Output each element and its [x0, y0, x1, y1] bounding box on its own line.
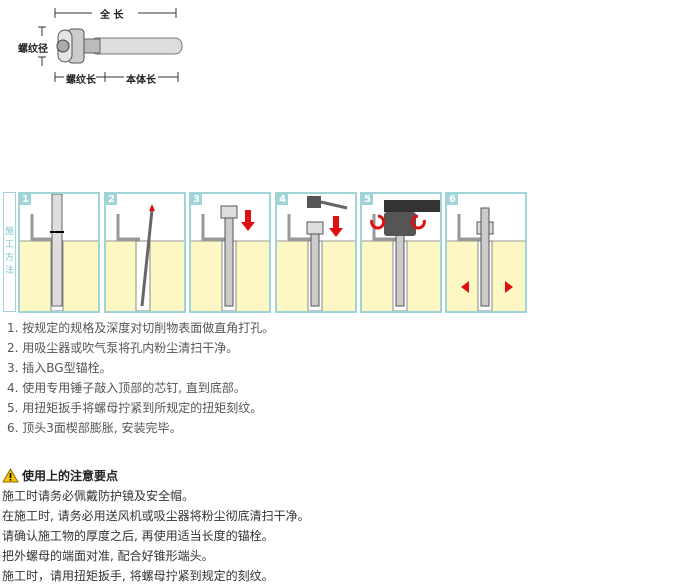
step-panel-4: 4	[275, 192, 357, 313]
warning-icon	[2, 468, 19, 483]
step-panel-3: 3	[189, 192, 271, 313]
notes-list: 施工时请务必佩戴防护镜及安全帽。 在施工时, 请务必用送风机或吸尘器将粉尘彻底清…	[2, 486, 310, 586]
arrow-left-icon	[461, 281, 469, 293]
blower-tube-icon	[140, 209, 154, 307]
hammer-icon	[307, 196, 321, 208]
step-text: 6. 顶头3面楔部膨胀, 安装完毕。	[7, 421, 182, 435]
thread-length-label: 螺纹长	[66, 75, 96, 86]
step-number: 3	[191, 194, 202, 205]
note-item: 施工时请务必佩戴防护镜及安全帽。	[2, 489, 195, 503]
drill-icon	[51, 194, 63, 307]
note-item: 施工时，请用扭矩扳手, 将螺母拧紧到规定的刻纹。	[2, 569, 274, 583]
step-text: 2. 用吸尘器或吹气泵将孔内粉尘清扫干净。	[7, 341, 239, 355]
arrow-down-icon	[329, 216, 343, 237]
arrow-right-icon	[505, 281, 513, 293]
method-char: 施	[4, 227, 14, 237]
method-char: 方	[4, 253, 14, 263]
arrow-down-icon	[241, 210, 255, 231]
rotate-icon	[370, 214, 386, 230]
step-text: 3. 插入BG型锚栓。	[7, 361, 112, 375]
method-label: 施 工 方 法	[3, 192, 16, 312]
note-item: 请确认施工物的厚度之后, 再使用适当长度的锚栓。	[2, 529, 274, 543]
note-item: 把外螺母的端面对准, 配合好锥形端头。	[2, 549, 214, 563]
step-panel-6: 6	[445, 192, 527, 313]
step-number: 1	[20, 194, 31, 205]
step-text: 5. 用扭矩扳手将螺母拧紧到所规定的扭矩刻纹。	[7, 401, 263, 415]
step-text: 4. 使用专用锤子敲入顶部的芯钉, 直到底部。	[7, 381, 246, 395]
anchor-diagram: 全 长 螺纹径 螺纹长 本体长	[0, 0, 200, 90]
step-panel-5: 5	[360, 192, 442, 313]
arrow-up-icon	[149, 204, 155, 211]
anchor-icon	[224, 217, 234, 307]
step-panel-1: 1	[18, 192, 100, 313]
step-number: 5	[362, 194, 373, 205]
method-char: 工	[4, 240, 14, 250]
note-item: 在施工时, 请务必用送风机或吸尘器将粉尘彻底清扫干净。	[2, 509, 310, 523]
body-length-label: 本体长	[126, 75, 156, 86]
notes-title: 使用上的注意要点	[2, 467, 118, 484]
total-length-label: 全 长	[100, 10, 124, 21]
step-panel-2: 2	[104, 192, 186, 313]
step-number: 4	[277, 194, 288, 205]
steps-list: 1. 按规定的规格及深度对切削物表面做直角打孔。 2. 用吸尘器或吹气泵将孔内粉…	[7, 318, 274, 438]
anchor-bolt-illustration	[38, 8, 183, 82]
step-number: 6	[447, 194, 458, 205]
step-text: 1. 按规定的规格及深度对切削物表面做直角打孔。	[7, 321, 275, 335]
notes-title-text: 使用上的注意要点	[22, 469, 119, 483]
torque-wrench-icon	[384, 212, 416, 236]
step-number: 2	[106, 194, 117, 205]
method-char: 法	[4, 266, 14, 276]
thread-diameter-label: 螺纹径	[18, 44, 48, 55]
